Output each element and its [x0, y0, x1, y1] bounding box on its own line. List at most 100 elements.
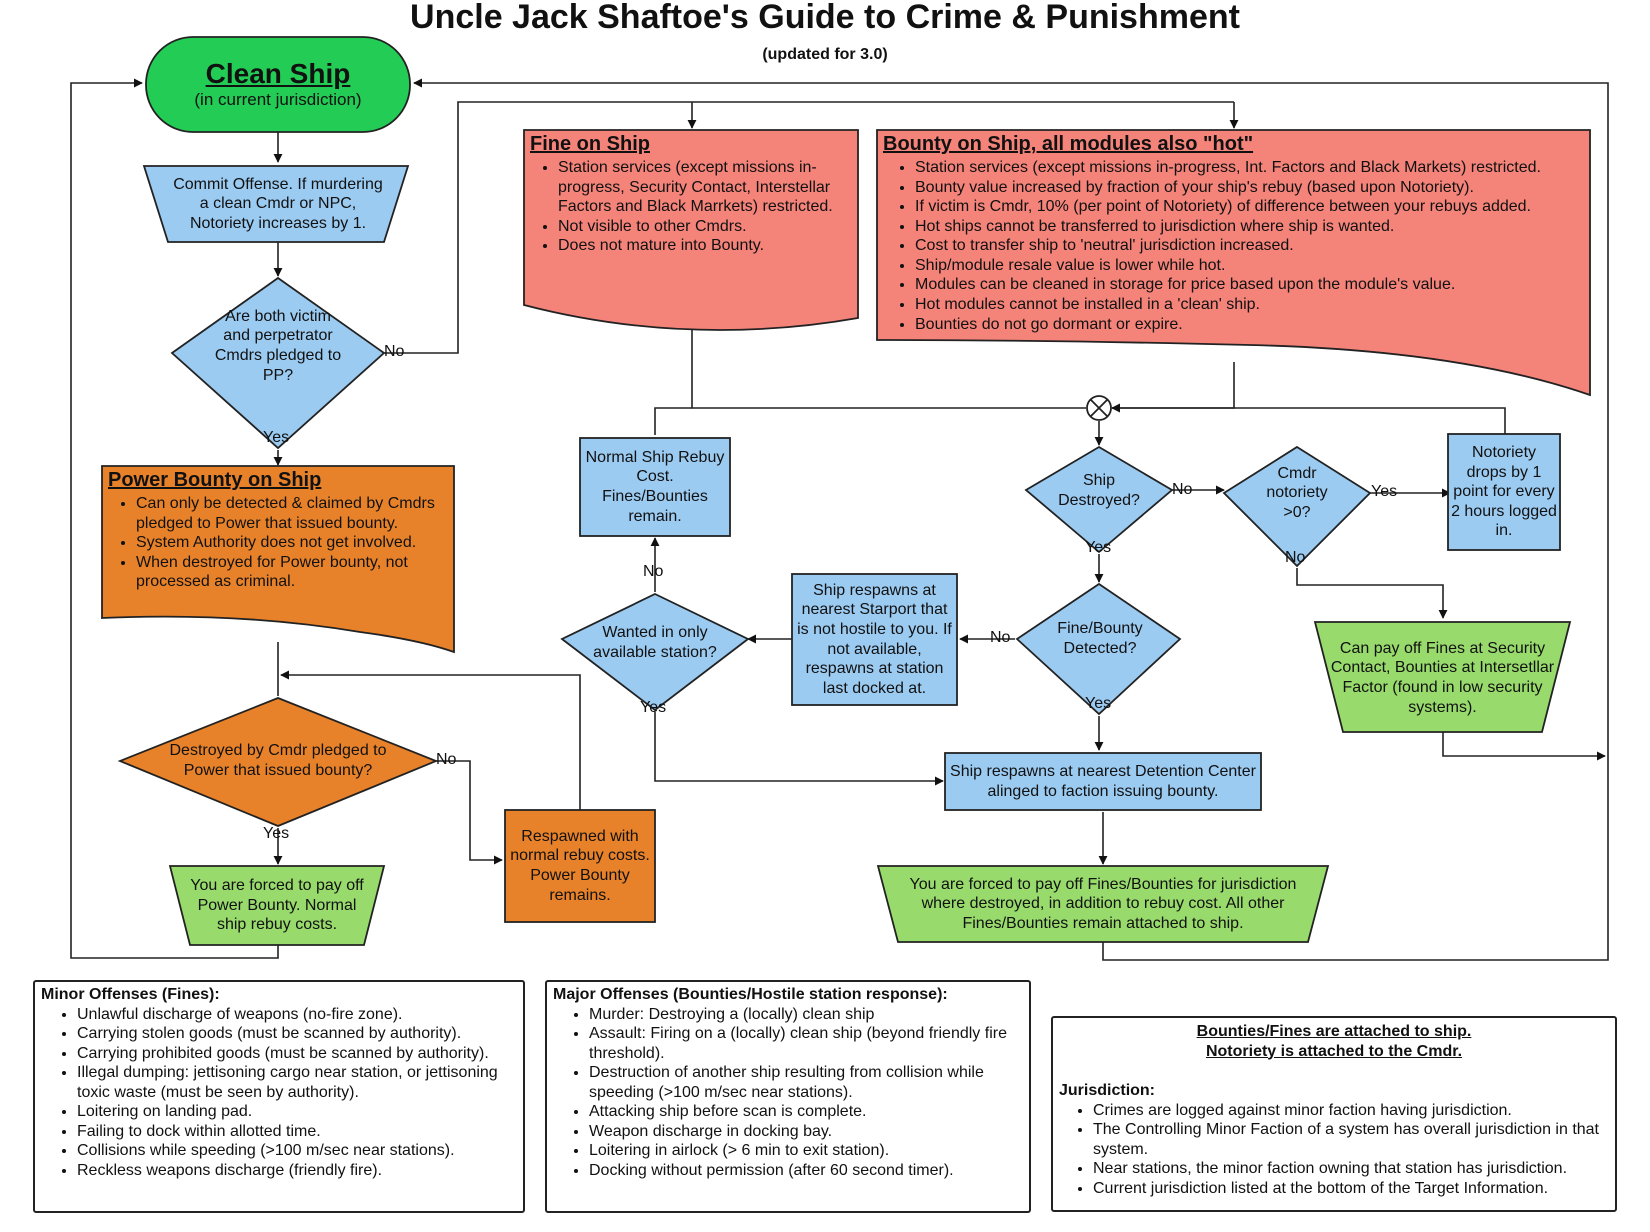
bounty-item: Bounty value increased by fraction of yo…	[915, 178, 1588, 198]
edge-wanted-yes	[654, 712, 944, 786]
edge-respawned-up	[280, 670, 581, 810]
fine-on-ship-shape	[523, 129, 859, 331]
edge-notoriety-no	[1296, 568, 1448, 619]
major-item: Docking without permission (after 60 sec…	[589, 1161, 1023, 1181]
pay-security-node: Can pay off Fines at Security Contact, B…	[1330, 639, 1555, 716]
edge-decision2-no	[436, 760, 503, 865]
jurisdiction-item: Current jurisdiction listed at the botto…	[1093, 1179, 1609, 1199]
notes-line2: Notoriety is attached to the Cmdr.	[1205, 1042, 1463, 1060]
power-bounty-shape	[101, 465, 455, 654]
major-item: Weapon discharge in docking bay.	[589, 1122, 1023, 1142]
label-no: No	[1172, 481, 1193, 498]
label-yes: Yes	[640, 699, 667, 716]
wanted-station-shape	[560, 593, 750, 712]
label-no: No	[1285, 549, 1306, 566]
power-item: When destroyed for Power bounty, not pro…	[136, 553, 452, 592]
label-no: No	[643, 563, 664, 580]
clean-ship-node: Clean Ship (in current jurisdiction)	[146, 37, 410, 132]
bounty-item: Modules can be cleaned in storage for pr…	[915, 275, 1588, 295]
destroyed-by-cmdr-node: Destroyed by Cmdr pledged to Power that …	[169, 742, 387, 779]
forced-power-shape	[168, 865, 386, 946]
page-title: Uncle Jack Shaftoe's Guide to Crime & Pu…	[410, 0, 1240, 36]
fine-item: Not visible to other Cmdrs.	[558, 217, 860, 237]
connectors	[70, 78, 1609, 961]
respawn-detention-shape	[944, 752, 1262, 811]
bounty-on-ship-node: Bounty on Ship, all modules also "hot" S…	[883, 132, 1588, 334]
bounty-on-ship-title: Bounty on Ship, all modules also "hot"	[883, 133, 1254, 155]
normal-rebuy-node: Normal Ship Rebuy Cost. Fines/Bounties r…	[585, 448, 725, 525]
major-item: Attacking ship before scan is complete.	[589, 1102, 1023, 1122]
ship-destroyed-shape	[1024, 445, 1174, 554]
commit-offense-node: Commit Offense. If murdering a clean Cmd…	[173, 175, 383, 232]
bounty-item: Hot ships cannot be transferred to juris…	[915, 217, 1588, 237]
merge-junction-icon	[1086, 395, 1112, 421]
edge-normal-up	[654, 407, 692, 435]
forced-power-node: You are forced to pay off Power Bounty. …	[190, 877, 364, 934]
node-shapes	[101, 36, 1591, 946]
fine-detected-node: Fine/Bounty Detected?	[1057, 620, 1143, 657]
major-offenses-panel: Major Offenses (Bounties/Hostile station…	[545, 980, 1031, 1213]
bounty-item: Station services (except missions in-pro…	[915, 158, 1588, 178]
notoriety-node: Cmdr notoriety >0?	[1266, 464, 1328, 521]
minor-item: Reckless weapons discharge (friendly fir…	[77, 1161, 517, 1181]
notoriety-shape	[1222, 445, 1372, 568]
power-bounty-node: Power Bounty on Ship Can only be detecte…	[108, 468, 452, 592]
bounty-on-ship-shape	[876, 129, 1591, 397]
minor-item: Failing to dock within allotted time.	[77, 1122, 517, 1142]
label-no: No	[436, 751, 457, 768]
respawned-normal-shape	[504, 809, 656, 923]
ship-destroyed-node: Ship Destroyed?	[1058, 472, 1140, 509]
label-no: No	[990, 629, 1011, 646]
major-item: Loitering in airlock (> 6 min to exit st…	[589, 1141, 1023, 1161]
forced-fines-node: You are forced to pay off Fines/Bounties…	[909, 875, 1297, 932]
major-item: Destruction of another ship resulting fr…	[589, 1063, 1023, 1102]
label-yes: Yes	[263, 825, 290, 842]
fine-detected-shape	[1015, 582, 1182, 716]
respawn-starport-shape	[791, 573, 958, 706]
power-bounty-title: Power Bounty on Ship	[108, 469, 322, 491]
power-item: System Authority does not get involved.	[136, 533, 452, 553]
bounty-item: If victim is Cmdr, 10% (per point of Not…	[915, 197, 1588, 217]
major-item: Murder: Destroying a (locally) clean shi…	[589, 1005, 1023, 1025]
commit-offense-shape	[142, 165, 410, 243]
bounty-item: Hot modules cannot be installed in a 'cl…	[915, 295, 1588, 315]
forced-fines-shape	[876, 865, 1330, 943]
jurisdiction-title: Jurisdiction:	[1059, 1082, 1156, 1100]
jurisdiction-item: Crimes are logged against minor faction …	[1093, 1101, 1609, 1121]
label-no: No	[384, 343, 405, 360]
fine-on-ship-title: Fine on Ship	[530, 133, 650, 155]
label-yes: Yes	[1085, 695, 1112, 712]
jurisdiction-item: Near stations, the minor faction owning …	[1093, 1159, 1609, 1179]
jurisdiction-item: The Controlling Minor Faction of a syste…	[1093, 1120, 1609, 1159]
fine-item: Does not mature into Bounty.	[558, 236, 860, 256]
fine-on-ship-node: Fine on Ship Station services (except mi…	[530, 132, 860, 256]
respawned-normal-node: Respawned with normal rebuy costs. Power…	[510, 827, 650, 904]
minor-offenses-panel: Minor Offenses (Fines): Unlawful dischar…	[33, 980, 525, 1213]
edge-notoriety-drops-back	[1111, 403, 1506, 434]
edge-bounty-down	[1112, 362, 1235, 409]
edge-forced-fines-return	[413, 78, 1609, 961]
major-item: Assault: Firing on a (locally) clean shi…	[589, 1024, 1023, 1063]
pledged-decision-node: Are both victim and perpetrator Cmdrs pl…	[214, 307, 342, 384]
clean-ship-shape	[145, 36, 411, 133]
pledged-decision-shape	[170, 276, 386, 450]
wanted-station-node: Wanted in only available station?	[593, 624, 717, 661]
notes-line1: Bounties/Fines are attached to ship.	[1196, 1023, 1472, 1040]
normal-rebuy-shape	[579, 437, 731, 537]
fine-item: Station services (except missions in-pro…	[558, 158, 860, 217]
clean-ship-title: Clean Ship	[205, 57, 351, 89]
clean-ship-sub: (in current jurisdiction)	[194, 89, 362, 109]
minor-item: Carrying prohibited goods (must be scann…	[77, 1044, 517, 1064]
respawn-detention-node: Ship respawns at nearest Detention Cente…	[950, 762, 1256, 800]
pay-security-shape	[1313, 621, 1572, 733]
bounty-item: Ship/module resale value is lower while …	[915, 256, 1588, 276]
minor-item: Illegal dumping: jettisoning cargo near …	[77, 1063, 517, 1102]
page-subtitle: (updated for 3.0)	[762, 46, 888, 63]
major-offenses-title: Major Offenses (Bounties/Hostile station…	[553, 986, 948, 1003]
bounty-item: Cost to transfer ship to 'neutral' juris…	[915, 236, 1588, 256]
respawn-starport-node: Ship respawns at nearest Starport that i…	[797, 581, 952, 697]
minor-item: Unlawful discharge of weapons (no-fire z…	[77, 1005, 517, 1025]
notes-panel: Bounties/Fines are attached to ship. Not…	[1051, 1016, 1617, 1212]
edge-decision-no-up	[384, 101, 1234, 354]
